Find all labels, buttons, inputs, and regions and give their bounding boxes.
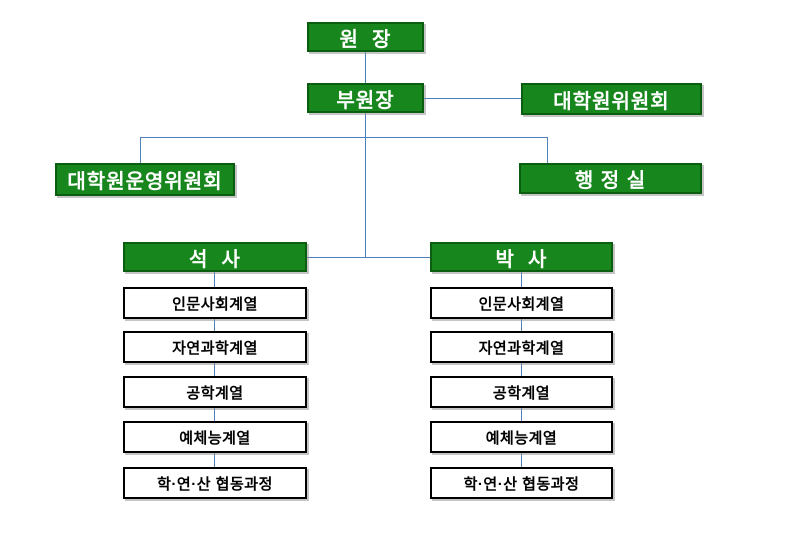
connector-line: [214, 408, 215, 421]
connector-line: [140, 137, 141, 163]
node-graduate-committee: 대학원위원회: [521, 83, 702, 115]
connector-line: [214, 363, 215, 376]
connector-line: [424, 98, 521, 99]
masters-dept-engineering: 공학계열: [123, 376, 307, 408]
connector-line: [521, 453, 522, 467]
masters-dept-arts-sports: 예체능계열: [123, 421, 307, 453]
connector-line: [365, 52, 366, 83]
masters-dept-cooperative-program: 학·연·산 협동과정: [123, 467, 307, 499]
connector-line: [307, 257, 430, 258]
masters-dept-humanities: 인문사회계열: [123, 287, 307, 319]
doctoral-dept-arts-sports: 예체능계열: [430, 421, 613, 453]
doctoral-dept-humanities: 인문사회계열: [430, 287, 613, 319]
connector-line: [521, 272, 522, 287]
connector-line: [214, 272, 215, 287]
node-admin-office: 행 정 실: [519, 163, 702, 194]
connector-line: [140, 137, 548, 138]
connector-line: [521, 363, 522, 376]
node-doctoral: 박 사: [430, 242, 613, 272]
doctoral-dept-natural-sciences: 자연과학계열: [430, 331, 613, 363]
doctoral-dept-engineering: 공학계열: [430, 376, 613, 408]
connector-line: [521, 319, 522, 331]
masters-dept-natural-sciences: 자연과학계열: [123, 331, 307, 363]
doctoral-dept-cooperative-program: 학·연·산 협동과정: [430, 467, 613, 499]
node-vice-director: 부원장: [307, 83, 424, 113]
connector-line: [521, 408, 522, 421]
connector-line: [547, 137, 548, 163]
node-masters: 석 사: [123, 242, 307, 272]
node-operating-committee: 대학원운영위원회: [55, 163, 235, 196]
node-director: 원 장: [307, 22, 424, 52]
connector-line: [214, 453, 215, 467]
connector-line: [365, 113, 366, 258]
connector-line: [214, 319, 215, 331]
